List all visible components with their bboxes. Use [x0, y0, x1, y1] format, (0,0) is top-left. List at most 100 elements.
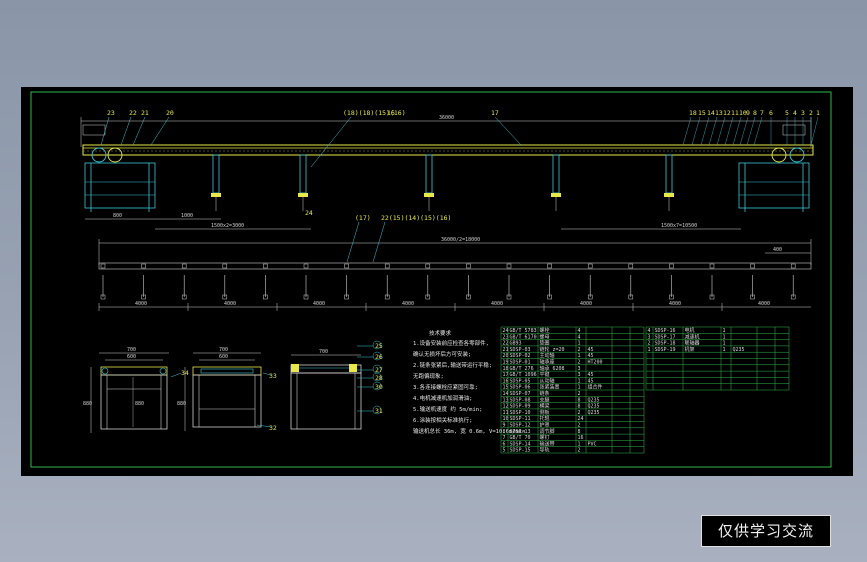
leg-foot	[211, 193, 221, 197]
bom-cell: 4	[578, 328, 581, 334]
bom-cell: 18	[503, 366, 509, 372]
watermark-label: 仅供学习交流	[701, 515, 831, 547]
bom-cell: 45	[588, 378, 594, 384]
plan-node	[181, 263, 187, 269]
section-c-callout-28: 28	[375, 374, 383, 382]
bom-cell: 张紧装置	[540, 384, 560, 391]
bom-cell: GB/T 1096	[510, 372, 537, 378]
drawing-frame	[30, 91, 832, 468]
bom-cell: 7	[503, 435, 506, 441]
callout-11: 11	[731, 109, 739, 117]
plan-segment-dim: 4000	[402, 301, 414, 307]
plan-segment-dim: 4000	[224, 301, 236, 307]
bom-cell: 20	[503, 353, 509, 359]
bom-cell: GB/T 70	[510, 435, 531, 441]
dim-label-1: 800	[113, 213, 122, 219]
bom-cell: Q235	[588, 410, 600, 416]
callout-group-mid: (18)(18)(15)(16)	[343, 109, 406, 117]
callout-4: 4	[793, 109, 797, 117]
bom-cell: 1	[723, 328, 726, 334]
bom-cell: SDSP-18	[655, 341, 676, 347]
bom-cell: SDSP-16	[655, 328, 676, 334]
plan-segment-dim: 4000	[313, 301, 325, 307]
bom-cell: 垫圈	[540, 340, 550, 347]
bom-cell: SDSP-02	[510, 353, 531, 359]
tech-notes-title: 技术要求	[429, 329, 452, 337]
bom-cell: SDSP-09	[510, 404, 531, 410]
callout-5: 5	[785, 109, 789, 117]
bom-cell: 45	[588, 372, 594, 378]
bom-cell: 8	[578, 429, 581, 435]
bom-cell: SDSP-07	[510, 391, 531, 397]
bom-cell: 1	[723, 341, 726, 347]
bom-cell: SDSP-17	[655, 334, 676, 340]
bom-cell: 1	[648, 347, 651, 353]
bom-cell: SDSP-03	[510, 347, 531, 353]
bom-cell: 8	[578, 397, 581, 403]
callout-14: 14	[707, 109, 715, 117]
callout-1: 1	[816, 109, 820, 117]
section-b-height: 880	[177, 401, 186, 407]
bom-cell: Q235	[588, 397, 600, 403]
callout-8: 8	[753, 109, 757, 117]
bom-cell: 轴承座	[540, 359, 555, 366]
plan-node	[141, 263, 146, 269]
plan-callout-17: (17)	[355, 214, 371, 222]
tech-note-line: 5.输送机速度 约 5m/min;	[413, 405, 482, 413]
bom-cell: 22	[503, 341, 509, 347]
bom-cell: 2	[578, 423, 581, 429]
section-a-inner: 600	[127, 354, 136, 360]
bom-cell: 1	[578, 341, 581, 347]
support-leg	[665, 154, 673, 194]
bom-cell: 1	[723, 334, 726, 340]
bom-cell: 45	[588, 347, 594, 353]
bom-cell: 24	[578, 416, 584, 422]
bom-cell: 2	[578, 410, 581, 416]
plan-segment-dim: 4000	[758, 301, 770, 307]
bom-cell: 1	[578, 353, 581, 359]
bom-cell: 托辊	[540, 415, 550, 422]
bom-cell: 2	[578, 448, 581, 454]
section-c-width: 700	[319, 349, 328, 355]
section-c-callout-26: 26	[375, 353, 383, 361]
plan-node	[263, 263, 268, 269]
bom-cell: 2	[578, 360, 581, 366]
bom-cell: 侧板	[540, 409, 550, 416]
plan-frame	[98, 262, 812, 270]
bom-cell: 主动轴	[540, 352, 555, 359]
bom-cell: 1	[578, 378, 581, 384]
bom-cell: 2	[648, 341, 651, 347]
support-leg	[299, 154, 307, 194]
bom-cell: SDSP-10	[510, 410, 531, 416]
bom-cell: GB/T 276	[510, 366, 534, 372]
bom-cell: SDSP-11	[510, 416, 531, 422]
elevation-view: 36000	[80, 109, 820, 230]
bom-cell: 机架	[685, 346, 695, 353]
bom-cell: 平键	[540, 371, 550, 378]
elevation-callouts: 23 22 21 20 (18)(18)(15)(16) 16 17 24	[100, 109, 522, 217]
bom-cell: 6	[503, 441, 506, 447]
bom-cell: 19	[503, 360, 509, 366]
bom-cell: 3	[578, 366, 581, 372]
bom-cell: 链轮 z=20	[540, 346, 565, 353]
plan-node	[222, 263, 228, 269]
callout-12: 12	[723, 109, 731, 117]
bom-cell: 轴承 6208	[540, 365, 565, 372]
bom-cell: 14	[503, 391, 509, 397]
bom-cell: GB93	[510, 341, 522, 347]
tech-note-line: 1.设备安装前应检查各零部件,	[413, 339, 489, 347]
callout-21: 21	[141, 109, 149, 117]
plan-node	[750, 263, 755, 269]
leg-foot	[551, 193, 561, 197]
section-a-height: 880	[83, 401, 92, 407]
bom-cell: Q235	[588, 404, 600, 410]
dim-label-3: 1500x2=3000	[211, 223, 244, 229]
section-a-width: 700	[127, 347, 136, 353]
section-c-callout-30: 30	[375, 383, 383, 391]
section-c-callout-27: 27	[375, 366, 383, 374]
tech-note-line: 6.涂装按相关标准执行;	[413, 416, 472, 424]
section-c-callout-31: 31	[375, 407, 383, 415]
